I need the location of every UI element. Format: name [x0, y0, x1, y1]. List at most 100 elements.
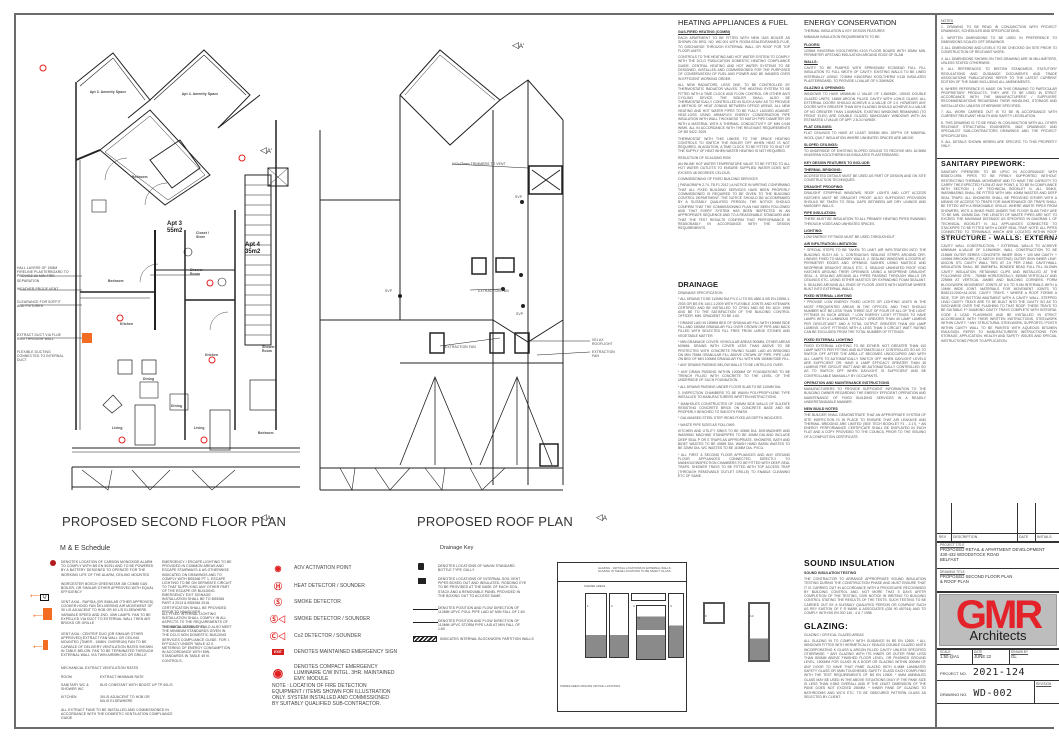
svp-label-3: SVP	[516, 312, 524, 316]
room-label-kitchen: Kitchen	[120, 322, 134, 326]
annotation-clearance: CLEARANCE FOR SOFFIT AND FIXTURES	[17, 300, 61, 309]
annotation-flexible-duct: FLEXIBLE DUCTING CONNECTED TO INTERNAL D…	[17, 350, 64, 363]
emergency-luminaire-icon: ◉	[272, 666, 284, 680]
room-label-living: Living	[112, 426, 123, 430]
lighting-note-4: THE INSTALLATION SHOULD ALSO MEET THE MI…	[162, 625, 232, 663]
lighting-note-1: EMERGENCY / ESCAPE LIGHTING TO BE PROVID…	[162, 560, 232, 594]
project-title-cell: PROJECT TITLE PROPOSED RETAIL & APARTMEN…	[940, 543, 1056, 563]
drainage-key-title: Drainage Key	[440, 545, 474, 551]
drawing-number-cell: DRAWING No. WD-002	[940, 688, 1013, 699]
legend-smoke-detector: Ⓢ SMOKE DETECTOR	[270, 596, 341, 608]
legend-emergency-luminaire: ◉ DENOTES COMPACT EMERGENCY LUMINAIRE C/…	[270, 664, 399, 682]
glazing-diagram-continued: 9 10	[688, 562, 788, 712]
room-label-bedroom: Bedroom	[132, 175, 148, 179]
legend-heat-detector: Ⓗ HEAT DETECTOR / SOUNDER	[270, 580, 365, 592]
sound-glazing-column: SOUND INSULATION SOUND INSULATION TESTIN…	[804, 558, 926, 699]
roof-plan-drawing	[319, 49, 591, 491]
me-item-co-alarm: DENOTES LOCATION OF CARBON MONOXIDE ALAR…	[61, 560, 154, 577]
me-footer: ALL EXTRACT FANS TO BE INSTALLED AND COM…	[61, 708, 173, 721]
general-notes: NOTES 1. DRAWING TO BE READ IN CONJUNCTI…	[941, 19, 1057, 149]
heating-title: HEATING APPLIANCES & FUEL STORAGE	[678, 18, 790, 27]
extraction-fan-label-1: EXTRACTION FAN	[478, 289, 509, 293]
drainage-item-foul: DENOTES POSITION AND FLOW DIRECTION OF 1…	[438, 606, 525, 615]
emergency-sign-icon: EXIT	[272, 649, 284, 655]
glazing-pane-5: 5	[636, 605, 666, 660]
room-label-apt3: Apt 3 55m2	[167, 221, 183, 234]
drawing-number-value: WD-002	[973, 688, 1013, 699]
section-marker-a-prime: ◁A'	[260, 145, 273, 155]
room-label-closet: Closet / Store	[196, 231, 210, 240]
foul-pipe-line-icon	[413, 609, 438, 610]
room-label-shower-room: Shower Room	[190, 268, 203, 277]
scale-value: 1:50 @A1	[940, 654, 960, 659]
drainage-item-gully: DENOTES LOCATIONS OF WAVIN STANDARD BOTT…	[438, 564, 515, 573]
me-item-extract-fan: VENT AXIA - CENTRIF DUO (OR SIMILAR OTHE…	[61, 632, 154, 658]
extract-fan-icon: ⟵	[33, 636, 49, 654]
svp-label-2: SVP	[385, 289, 393, 293]
structure-walls-section: STRUCTURE - WALLS: EXTERNAL CAVITY WALL …	[941, 235, 1057, 343]
annotation-extract-duct: EXTRACT DUCT VIA FLUE RUN THROUGH WALL	[17, 333, 61, 342]
project-number-value: 2021-124	[972, 667, 1025, 678]
svp-label-1: SVP	[515, 195, 523, 199]
annotation-fireline: HALL LAYERS OF 15MM FIRELINE PLASTERBOAR…	[17, 266, 69, 283]
lighting-note-3: ALL FIXED INTERNAL LIGHTING INSTALLATION…	[162, 612, 228, 629]
glazing-pane-10: 10	[748, 602, 770, 662]
second-floor-plan-title: PROPOSED SECOND FLOOR PLAN	[62, 514, 287, 529]
room-label-apt4-amenity: Apt 4. Amenity Space	[181, 92, 219, 96]
rates-row-kitchen-room: KITCHEN	[61, 695, 77, 699]
glazing-pane-1: 1	[585, 593, 607, 658]
lighting-note-2: EMERGENCY EXIT SIGNAGE INSTALLATION SHAL…	[162, 593, 227, 614]
heat-detector-icon: Ⓗ	[274, 581, 282, 591]
date-cell: DATE JUNE 22	[974, 650, 992, 659]
me-item-boiler: WORCESTER BOSCH GREENSTAR 28I COMBI GAS …	[61, 582, 154, 595]
room-label-kitchen-2: Kitchen	[205, 353, 219, 357]
section-marker-a: ◁A	[260, 512, 271, 522]
annotation-weather-vent: WEATHER PROOF VENT	[17, 287, 59, 291]
extraction-fan-label-2: EXTRACTION FAN	[445, 345, 476, 349]
rev-header: REV	[939, 535, 947, 539]
rates-row-kitchen-rate: 30L/S ADJACENT TO HOB OR 60L/S ELSEWHERE	[100, 695, 150, 704]
date-value: JUNE 22	[974, 654, 992, 659]
hatched-wall-icon	[413, 636, 437, 642]
co-alarm-icon	[45, 560, 60, 572]
room-label-living-2: Living	[194, 426, 205, 430]
date-header: DATE	[1019, 535, 1029, 539]
second-floor-plan-drawing	[20, 49, 300, 491]
glazing-pane-9: 9	[703, 602, 725, 624]
project-number-cell: PROJECT No. 2021-124	[940, 667, 1025, 678]
roof-plan-title: PROPOSED ROOF PLAN	[417, 514, 574, 529]
drawn-by-value: GL	[1011, 654, 1017, 659]
legend-co2: Ⓒ◁ Co2 DETECTOR / SOUNDER	[270, 631, 362, 641]
drawing-sheet	[14, 13, 1054, 729]
drawing-title: PROPOSED SECOND FLOOR PLAN & ROOF PLAN	[940, 574, 1013, 585]
room-label-apt3-amenity: Apt 3. Amenity Space	[89, 90, 127, 94]
glazing-pane-3: 3	[631, 593, 666, 608]
heating-spec-column: HEATING APPLIANCES & FUEL STORAGE GAS-FI…	[678, 18, 790, 231]
storm-pipe-line-icon	[413, 622, 438, 623]
smoke-detector-icon: Ⓢ	[274, 597, 282, 607]
me-item-cooker-hood: VENT AXIA - RAPIDA (OR SIMILAR OTHER APP…	[61, 600, 154, 626]
logo-subtitle: Architects	[969, 628, 1027, 643]
legend-smoke-sounder: Ⓢ◁ SMOKE DETECTOR / SOUNDER	[270, 614, 371, 624]
co2-detector-icon: Ⓒ◁	[270, 631, 286, 641]
velux-label: VELUX ROOFLIGHT	[592, 338, 613, 347]
description-header: DESCRIPTION	[953, 535, 978, 539]
title-block: NOTES 1. DRAWING TO BE READ IN CONJUNCTI…	[935, 13, 1059, 729]
legend-aov: ◉ AOV ACTIVATION POINT	[270, 562, 352, 574]
room-label-apt4: Apt 4 35m2	[245, 242, 261, 255]
rates-row-sanitary-rate: 8L/S CONSTANT WITH BOOST UP TP 60L/S	[100, 683, 173, 687]
rates-header-room: ROOM	[61, 675, 72, 679]
rates-header-rate: EXTRACT MINIMUM RATE	[100, 675, 144, 679]
energy-title: ENERGY CONSERVATION	[804, 18, 897, 27]
room-label-bedroom-2: Bedroom	[108, 279, 124, 283]
room-label-dining-2: Dining	[171, 404, 183, 408]
initials-header: INITIALS	[1037, 535, 1052, 539]
drainage-title: DRAINAGE	[678, 280, 719, 289]
revision-cell: REVISION	[1036, 682, 1052, 686]
energy-spec-column: ENERGY CONSERVATION THERMAL INSULATION &…	[804, 18, 926, 439]
me-schedule-title: M & E Schedule	[60, 545, 111, 552]
project-name: PROPOSED RETAIL & APARTMENT DEVELOPMENT …	[940, 547, 1045, 563]
sound-insulation-title: SOUND INSULATION	[804, 558, 895, 568]
glazing-pane-2: 2	[609, 593, 629, 658]
drawn-by-cell: DRAWN BY GL	[1011, 650, 1029, 659]
